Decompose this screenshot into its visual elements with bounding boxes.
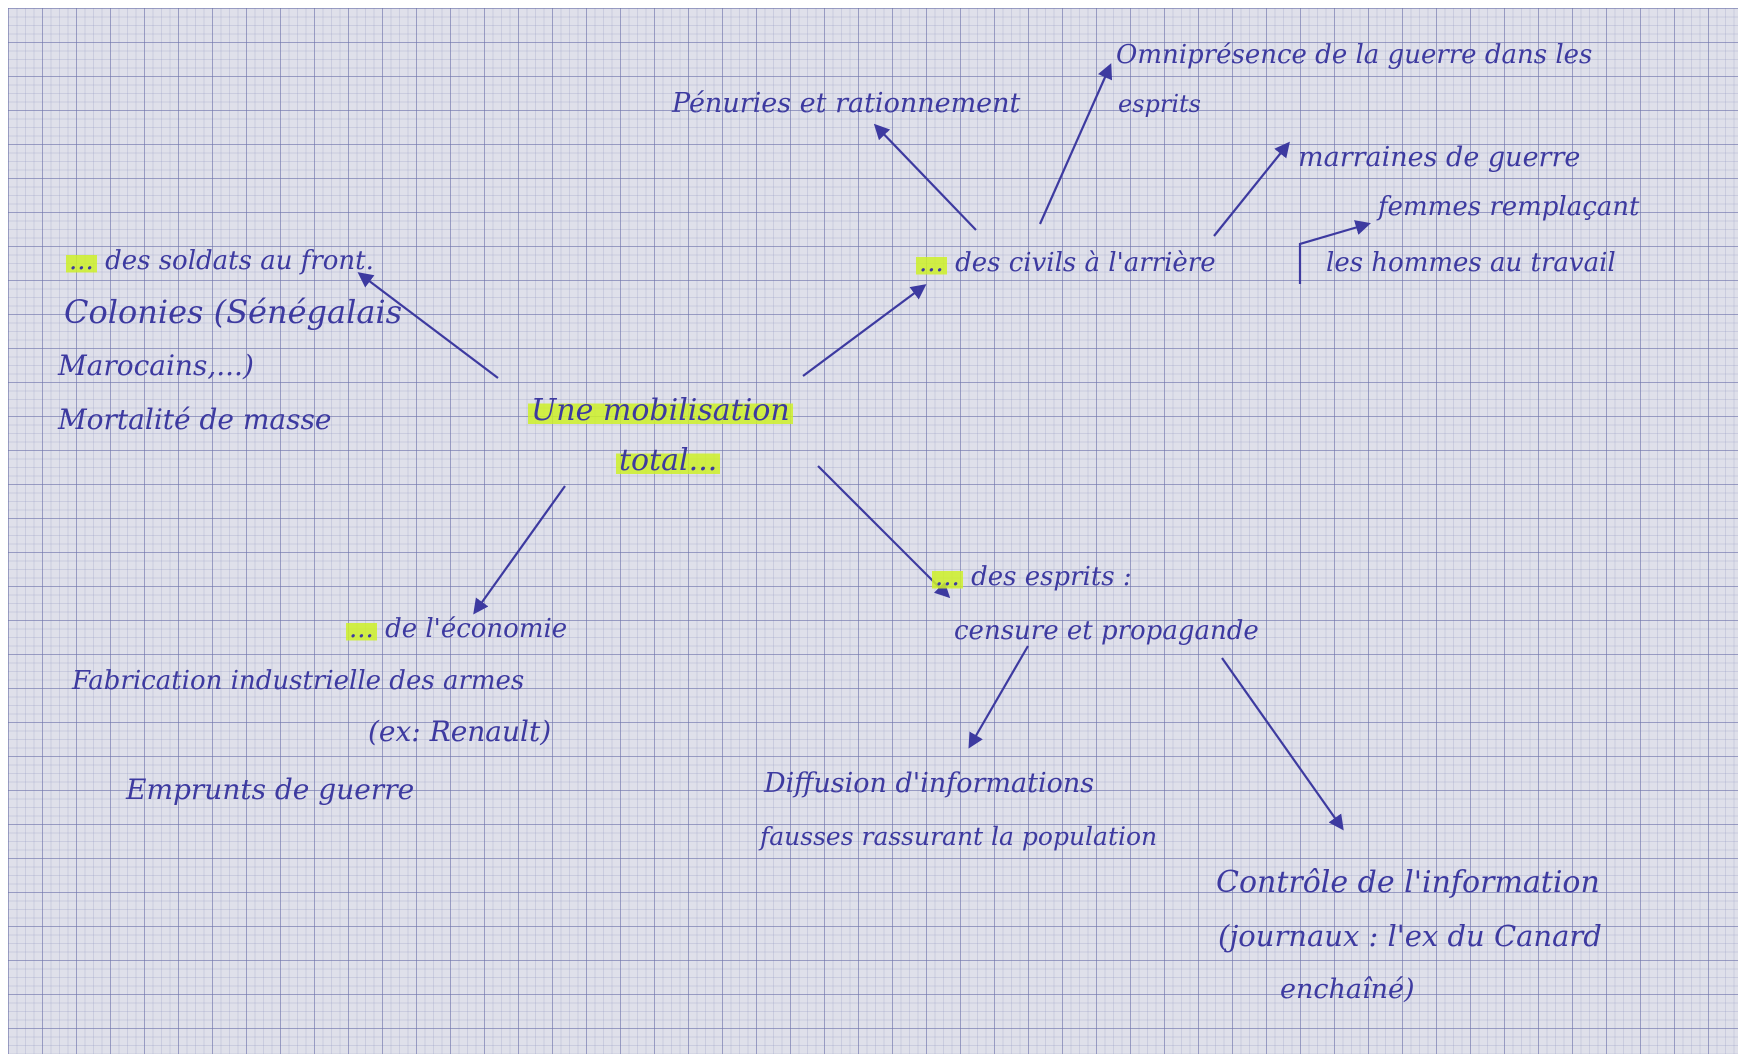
- economie-heading: de l'économie: [385, 614, 568, 644]
- arrow-to-esprits: [817, 465, 951, 599]
- arrow-to-omnipresence: [1038, 63, 1113, 225]
- civils-femmes-1: femmes remplaçant: [1378, 192, 1640, 222]
- controle-line-1: Contrôle de l'information: [1216, 865, 1600, 900]
- branch-esprits: ... des esprits :: [932, 562, 1132, 592]
- arrow-to-controle: [1221, 657, 1344, 831]
- arrow-to-civils: [802, 284, 927, 377]
- branch-civils: ... des civils à l'arrière: [916, 248, 1216, 278]
- civils-omnipresence-2: esprits: [1118, 90, 1201, 118]
- arrow-to-soldats: [357, 272, 499, 379]
- central-title-line2: total...: [616, 443, 721, 478]
- grid-paper-sheet: Une mobilisation total... ... des soldat…: [8, 8, 1738, 1054]
- arrow-to-femmes: [1298, 220, 1371, 284]
- soldats-line-2: Marocains,...): [58, 349, 254, 382]
- civils-omnipresence-1: Omniprésence de la guerre dans les: [1116, 40, 1593, 70]
- civils-heading: des civils à l'arrière: [955, 248, 1216, 278]
- marker-civils: ...: [916, 248, 947, 278]
- soldats-line-3: Mortalité de masse: [58, 403, 332, 436]
- arrow-layer: [357, 63, 1371, 831]
- soldats-heading: des soldats au front.: [105, 246, 374, 276]
- soldats-line-1: Colonies (Sénégalais: [64, 293, 403, 331]
- economie-line-2: (ex: Renault): [368, 715, 552, 748]
- central-title-line1: Une mobilisation: [528, 393, 793, 428]
- central-node-line2: total...: [616, 443, 721, 478]
- central-node: Une mobilisation: [528, 393, 793, 428]
- civils-marraines: marraines de guerre: [1298, 142, 1581, 173]
- civils-penuries: Pénuries et rationnement: [672, 88, 1021, 119]
- civils-femmes-2: les hommes au travail: [1326, 248, 1616, 278]
- marker-economie: ...: [346, 614, 377, 644]
- arrow-to-penuries: [873, 123, 977, 231]
- diffusion-line-2: fausses rassurant la population: [760, 822, 1158, 851]
- branch-soldats: ... des soldats au front.: [66, 246, 374, 276]
- controle-line-3: enchaîné): [1280, 974, 1415, 1005]
- marker-soldats: ...: [66, 246, 97, 276]
- esprits-heading: des esprits :: [971, 562, 1132, 592]
- esprits-subheading: censure et propagande: [954, 616, 1259, 646]
- marker-esprits: ...: [932, 562, 963, 592]
- branch-economie: ... de l'économie: [346, 614, 568, 644]
- arrow-to-diffusion: [968, 645, 1029, 749]
- arrow-to-marraines: [1213, 141, 1290, 237]
- economie-line-3: Emprunts de guerre: [126, 773, 415, 806]
- diffusion-line-1: Diffusion d'informations: [764, 768, 1095, 799]
- economie-line-1: Fabrication industrielle des armes: [72, 666, 525, 696]
- arrow-to-economie: [473, 485, 566, 615]
- controle-line-2: (journaux : l'ex du Canard: [1218, 919, 1602, 953]
